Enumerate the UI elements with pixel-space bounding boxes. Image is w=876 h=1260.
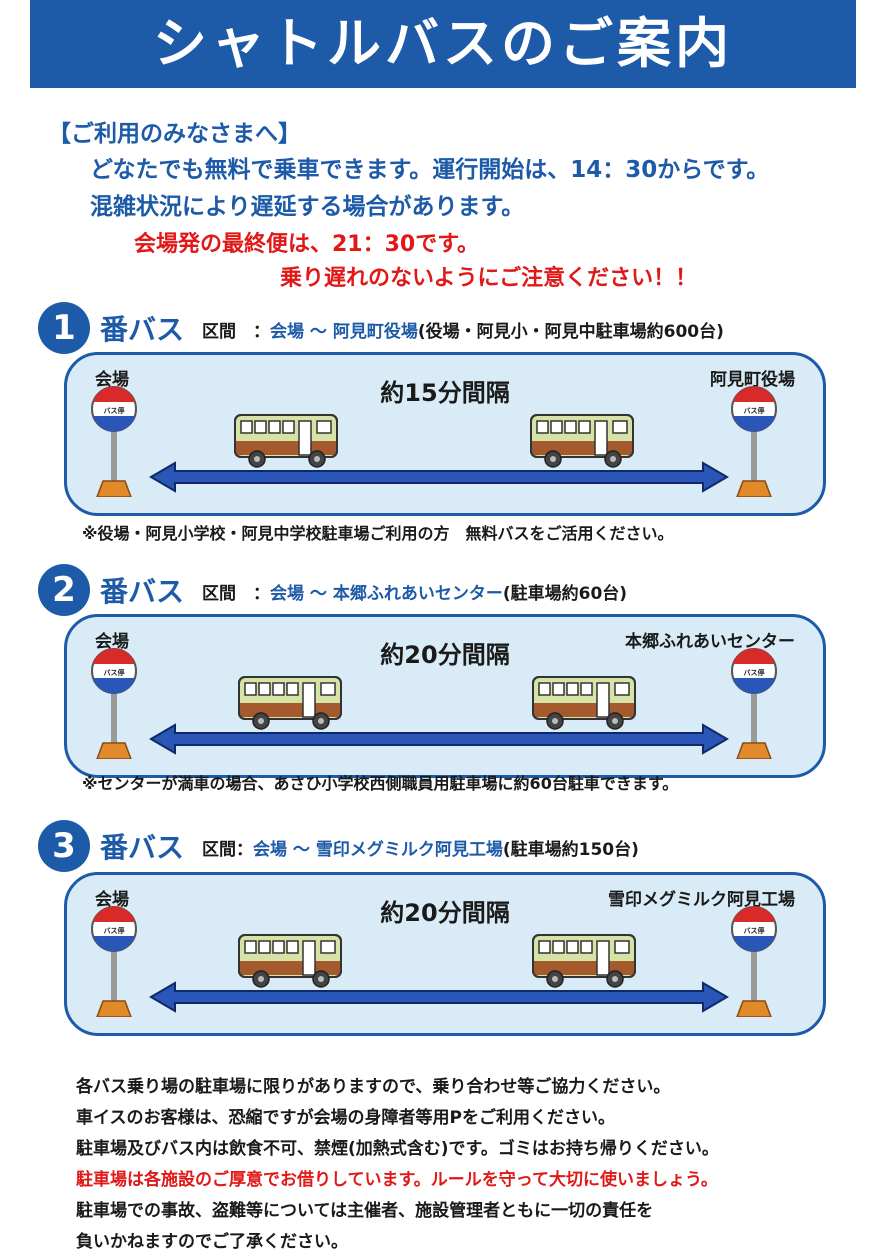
parking-info: (駐車場約150台): [502, 840, 639, 860]
route-name: 番バス: [100, 313, 185, 346]
double-arrow-icon: [149, 721, 729, 757]
bus-stop-icon: バス停: [727, 385, 781, 497]
route-number-badge: 1: [38, 302, 90, 354]
intro-line-3: 会場発の最終便は、21：30です。: [134, 232, 480, 257]
section-label: 区間 ：: [202, 322, 270, 342]
bus-stop-sign-text: バス停: [744, 668, 765, 677]
footer-line-4: 駐車場は各施設のご厚意でお借りしています。ルールを守って大切に使いましょう。: [76, 1170, 718, 1190]
footer-line-6: 負いかねますのでご了承ください。: [76, 1232, 348, 1252]
route-header: 1 番バス 区間 ：会場 ～ 阿見町役場(役場・阿見小・阿見中駐車場約600台): [38, 302, 868, 354]
route-panel: 会場 阿見町役場 約15分間隔 バス停 バス停: [64, 352, 826, 516]
interval-label: 約20分間隔: [380, 899, 510, 927]
start-stop-label: 会場: [95, 632, 129, 652]
route-header: 3 番バス 区間：会場 ～ 雪印メグミルク阿見工場(駐車場約150台): [38, 820, 868, 872]
route-note: ※センターが満車の場合、あさひ小学校西側職員用駐車場に約60台駐車できます。: [82, 774, 679, 793]
bus-stop-sign-text: バス停: [744, 406, 765, 415]
footer-line-2: 車イスのお客様は、恐縮ですが会場の身障者等用Pをご利用ください。: [76, 1108, 615, 1128]
section-route: 会場 ～ 本郷ふれあいセンター: [270, 584, 503, 604]
intro-heading: 【ご利用のみなさまへ】: [48, 121, 301, 147]
end-stop-label: 本郷ふれあいセンター: [625, 632, 795, 652]
start-stop-label: 会場: [95, 890, 129, 910]
route-name: 番バス: [100, 831, 185, 864]
title-banner: シャトルバスのご案内: [30, 0, 856, 88]
bus-stop-icon: バス停: [87, 905, 141, 1017]
bus-stop-icon: バス停: [87, 647, 141, 759]
footer-notes: 各バス乗り場の駐車場に限りがありますので、乗り合わせ等ご協力ください。 車イスの…: [76, 1072, 856, 1258]
section-label: 区間：: [202, 840, 253, 860]
bus-stop-sign-text: バス停: [104, 406, 125, 415]
route-name: 番バス: [100, 575, 185, 608]
interval-label: 約20分間隔: [380, 641, 510, 669]
end-stop-label: 阿見町役場: [710, 370, 795, 390]
footer-line-3: 駐車場及びバス内は飲食不可、禁煙(加熱式含む)です。ゴミはお持ち帰りください。: [76, 1139, 719, 1159]
footer-line-5: 駐車場での事故、盗難等については主催者、施設管理者ともに一切の責任を: [76, 1201, 654, 1221]
intro-line-4: 乗り遅れのないようにご注意ください！！: [280, 266, 698, 291]
bus-stop-icon: バス停: [727, 647, 781, 759]
intro-line-1: どなたでも無料で乗車できます。運行開始は、14：30からです。: [90, 157, 770, 183]
page-title: シャトルバスのご案内: [153, 12, 733, 75]
route-header: 2 番バス 区間 ：会場 ～ 本郷ふれあいセンター(駐車場約60台): [38, 564, 868, 616]
route-panel: 会場 雪印メグミルク阿見工場 約20分間隔 バス停 バス停: [64, 872, 826, 1036]
section-route: 会場 ～ 雪印メグミルク阿見工場: [253, 840, 503, 860]
bus-stop-icon: バス停: [87, 385, 141, 497]
route-note: ※役場・阿見小学校・阿見中学校駐車場ご利用の方 無料バスをご活用ください。: [82, 524, 674, 543]
route-number-badge: 2: [38, 564, 90, 616]
bus-stop-sign-text: バス停: [744, 926, 765, 935]
footer-line-1: 各バス乗り場の駐車場に限りがありますので、乗り合わせ等ご協力ください。: [76, 1077, 671, 1097]
start-stop-label: 会場: [95, 370, 129, 390]
interval-label: 約15分間隔: [380, 379, 510, 407]
section-label: 区間 ：: [202, 584, 270, 604]
route-number-badge: 3: [38, 820, 90, 872]
end-stop-label: 雪印メグミルク阿見工場: [608, 890, 795, 910]
bus-stop-icon: バス停: [727, 905, 781, 1017]
route-section: 区間 ：会場 ～ 阿見町役場(役場・阿見小・阿見中駐車場約600台): [202, 317, 724, 342]
bus-stop-sign-text: バス停: [104, 668, 125, 677]
parking-info: (駐車場約60台): [502, 584, 628, 604]
double-arrow-icon: [149, 459, 729, 495]
parking-info: (役場・阿見小・阿見中駐車場約600台): [417, 322, 724, 342]
route-panel: 会場 本郷ふれあいセンター 約20分間隔 バス停 バス停: [64, 614, 826, 778]
section-route: 会場 ～ 阿見町役場: [270, 322, 418, 342]
intro-line-2: 混雑状況により遅延する場合があります。: [90, 194, 525, 220]
bus-stop-sign-text: バス停: [104, 926, 125, 935]
route-section: 区間 ：会場 ～ 本郷ふれあいセンター(駐車場約60台): [202, 579, 627, 604]
route-section: 区間：会場 ～ 雪印メグミルク阿見工場(駐車場約150台): [202, 835, 639, 860]
double-arrow-icon: [149, 979, 729, 1015]
